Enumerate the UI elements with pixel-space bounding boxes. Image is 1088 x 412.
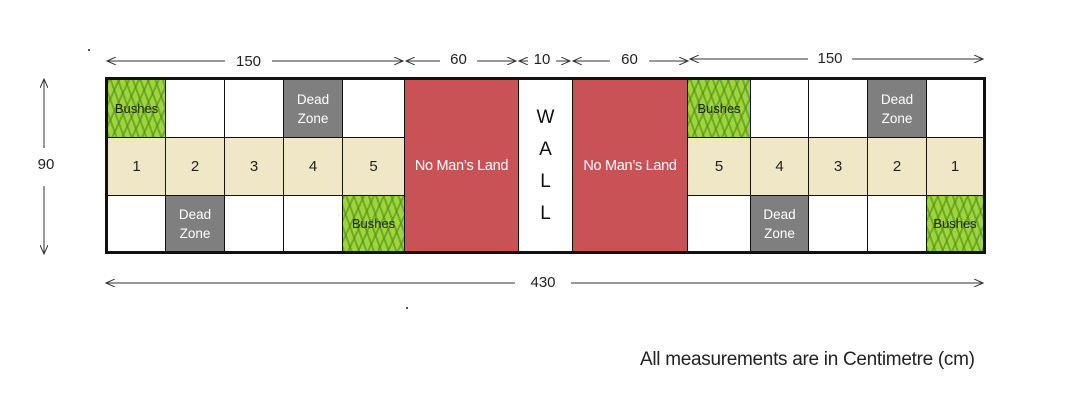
empty-cell [926, 79, 984, 138]
empty-cell [224, 195, 284, 252]
bushes-cell: Bushes [342, 195, 405, 252]
wall-letter: A [539, 138, 552, 160]
bushes-cell: Bushes [107, 79, 166, 138]
empty-cell [808, 79, 868, 138]
position-cell: 2 [165, 137, 225, 196]
empty-cell [224, 79, 284, 138]
position-cell: 4 [283, 137, 343, 196]
dead-zone-cell: Dead Zone [165, 195, 225, 252]
empty-cell [165, 79, 225, 138]
dead-zone-cell: Dead Zone [750, 195, 809, 252]
empty-cell [342, 79, 405, 138]
stray-dot [406, 307, 408, 309]
dead-zone-cell: Dead Zone [867, 79, 927, 138]
position-cell: 3 [808, 137, 868, 196]
position-cell: 4 [750, 137, 809, 196]
position-cell: 5 [342, 137, 405, 196]
dead-zone-cell: Dead Zone [283, 79, 343, 138]
bushes-cell: Bushes [926, 195, 984, 252]
measurement-note: All measurements are in Centimetre (cm) [640, 349, 975, 370]
dim-label-height: 90 [37, 156, 55, 173]
position-cell: 3 [224, 137, 284, 196]
wall-letter: L [540, 202, 551, 224]
wall-letter: W [536, 106, 555, 128]
empty-cell [107, 195, 166, 252]
empty-cell [687, 195, 751, 252]
no-mans-land-right: No Man’s Land [572, 79, 688, 252]
empty-cell [750, 79, 809, 138]
no-mans-land-left: No Man’s Land [404, 79, 519, 252]
dim-label-right-150: 150 [817, 50, 843, 67]
empty-cell [867, 195, 927, 252]
empty-cell [808, 195, 868, 252]
wall: W A L L [518, 79, 573, 252]
empty-cell [283, 195, 343, 252]
dim-label-left-150: 150 [235, 53, 262, 70]
stray-dot [88, 49, 90, 51]
position-cell: 5 [687, 137, 751, 196]
position-cell: 1 [926, 137, 984, 196]
wall-letter: L [540, 170, 551, 192]
dim-label-nml-left: 60 [450, 51, 467, 68]
position-cell: 2 [867, 137, 927, 196]
dim-label-nml-right: 60 [621, 51, 638, 68]
battlefield-grid: Bushes Dead Zone 1 2 3 4 5 Dead Zone Bus… [105, 77, 986, 254]
position-cell: 1 [107, 137, 166, 196]
dim-label-total: 430 [530, 274, 556, 291]
bushes-cell: Bushes [687, 79, 751, 138]
dim-label-wall: 10 [533, 51, 551, 68]
